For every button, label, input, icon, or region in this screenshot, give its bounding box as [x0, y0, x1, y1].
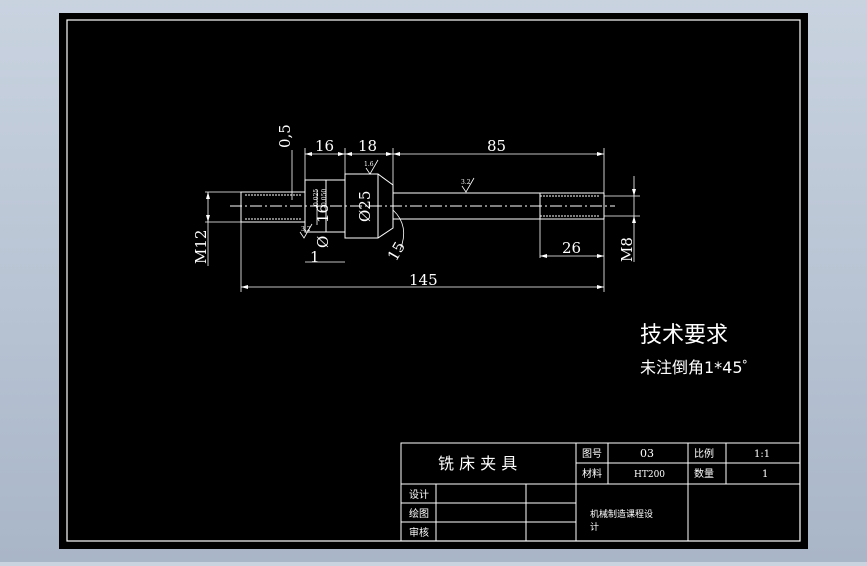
label-drawing-no: 图号: [582, 448, 602, 460]
value-material: HT200: [634, 470, 665, 480]
label-material: 材料: [582, 467, 602, 480]
value-drawing-no: 03: [640, 447, 654, 460]
course-line-2: 计: [590, 521, 599, 533]
value-quantity: 1: [762, 469, 768, 480]
tech-requirements-title: 技术要求: [640, 323, 728, 348]
part-geometry: [230, 173, 615, 239]
dim-tolerance-upper: -0.025: [313, 189, 320, 208]
label-draw: 绘图: [409, 507, 429, 520]
dim-16: 16: [315, 137, 334, 155]
dim-m12: M12: [192, 230, 210, 264]
dim-145: 145: [409, 271, 438, 289]
dim-85: 85: [487, 137, 506, 155]
dim-16-fit: 16: [314, 204, 332, 223]
label-quantity: 数量: [694, 467, 714, 480]
dim-18: 18: [358, 137, 377, 155]
dim-phi: Ø: [314, 236, 332, 248]
dim-tolerance-lower: -0.050: [321, 189, 328, 208]
dim-m8: M8: [618, 237, 636, 262]
title-block: [400, 442, 801, 542]
dim-26: 26: [562, 239, 581, 257]
dimension-arrows: [206, 152, 636, 289]
label-scale: 比例: [694, 447, 714, 460]
drawing-sheet: [59, 13, 808, 549]
title-block-name: 铣 床 夹 具: [438, 454, 517, 473]
course-line-1: 机械制造课程设: [590, 508, 653, 520]
label-design: 设计: [409, 488, 429, 501]
roughness-symbols: [299, 159, 475, 239]
roughness-label-c: 3.2: [301, 226, 311, 233]
roughness-label-a: 1.6: [364, 161, 374, 168]
label-review: 审核: [409, 526, 429, 539]
value-scale: 1:1: [754, 449, 770, 460]
tech-requirements-line: 未注倒角1*45゜: [640, 358, 759, 377]
dim-0-5: 0,5: [276, 124, 294, 148]
roughness-label-b: 3.2: [461, 179, 471, 186]
dim-phi-25: Ø25: [356, 191, 374, 222]
dim-1: 1: [310, 248, 320, 266]
